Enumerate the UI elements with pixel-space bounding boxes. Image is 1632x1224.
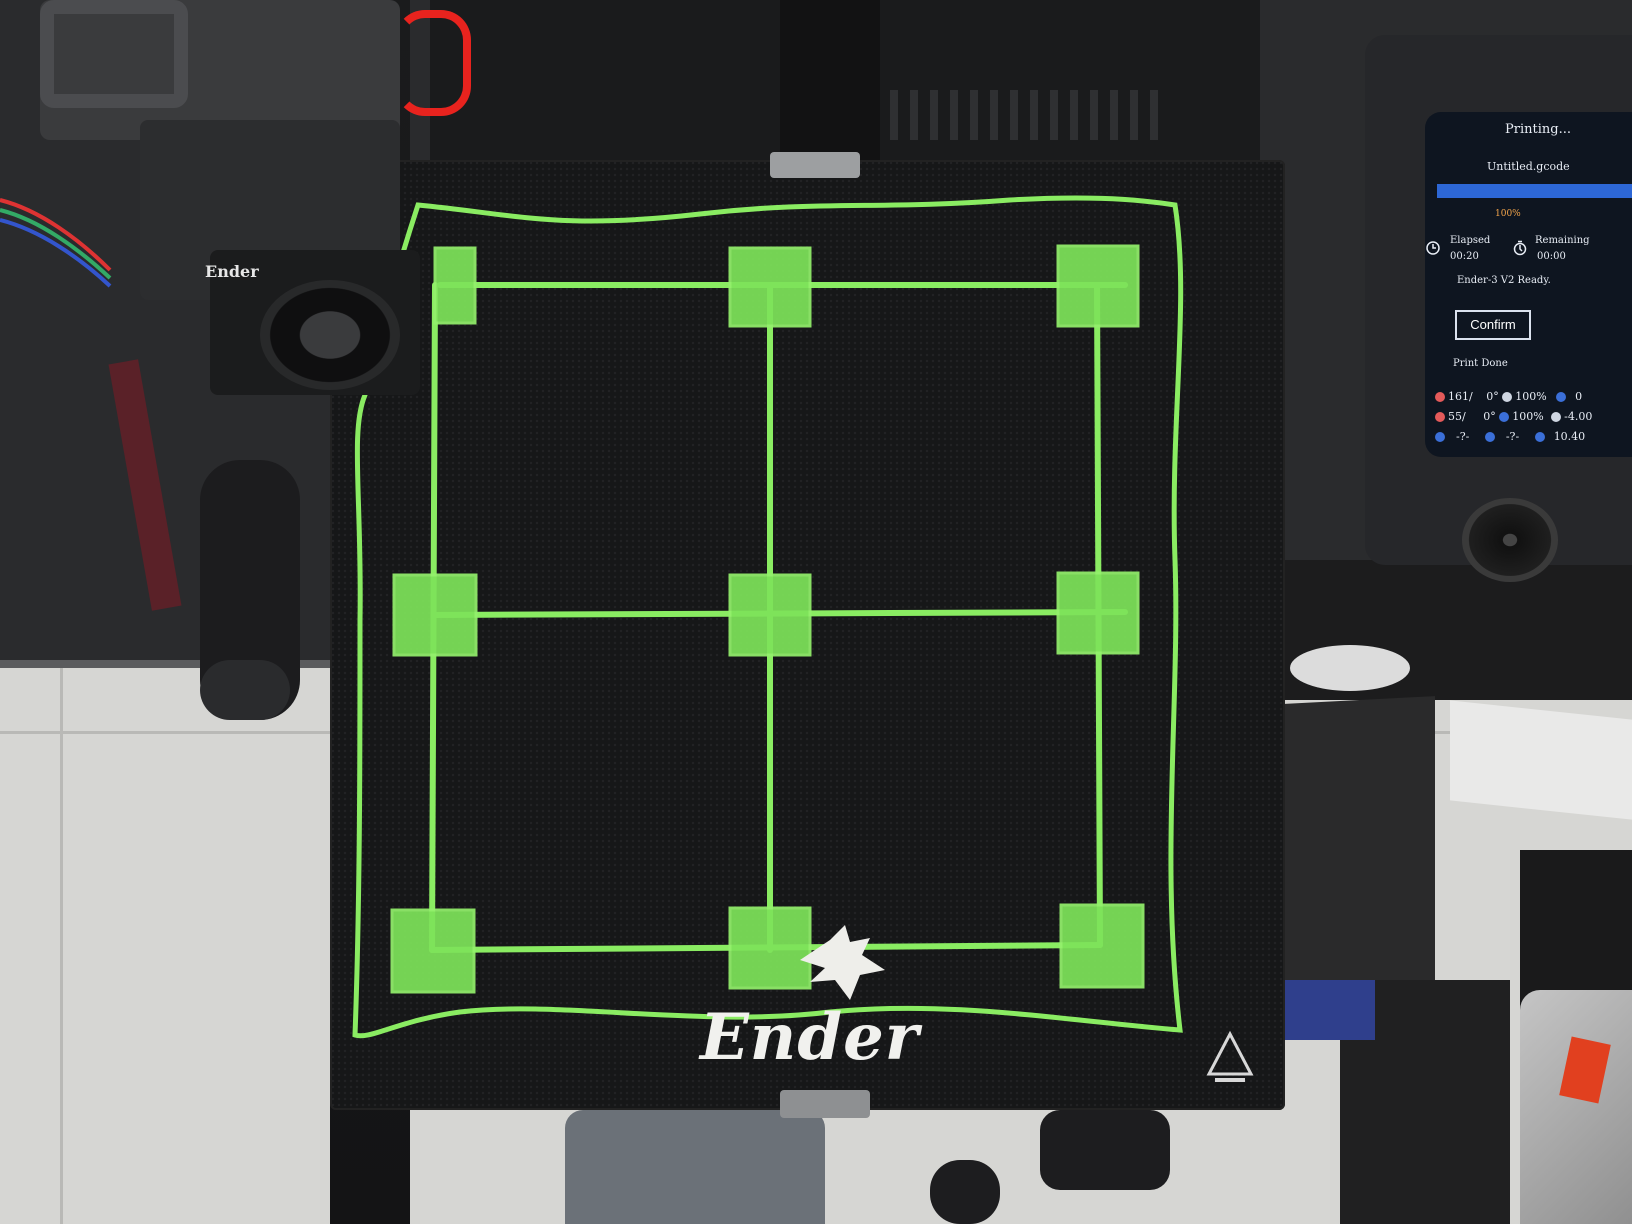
lcd-remaining-label: Remaining xyxy=(1535,235,1590,246)
z-axis-icon xyxy=(1534,432,1545,442)
bed-target: 0° xyxy=(1483,410,1496,423)
person-leg xyxy=(565,1110,825,1224)
plastic-bag xyxy=(1520,990,1632,1224)
lcd-print-done: Print Done xyxy=(1453,358,1508,369)
z-offset-icon xyxy=(1551,412,1562,422)
bed-brand-text: Ender xyxy=(700,1000,920,1075)
pad-mid-left xyxy=(392,573,478,657)
warning-triangle-icon xyxy=(1206,1030,1254,1082)
pad-top-right xyxy=(1056,244,1140,328)
lcd-progress-fill xyxy=(1437,184,1632,198)
bed-clip-top xyxy=(770,152,860,178)
red-filament-tube xyxy=(395,10,471,116)
print-pads xyxy=(390,244,1145,994)
clock-icon xyxy=(1426,241,1440,255)
speed: 100% xyxy=(1515,390,1547,403)
desk-edge xyxy=(0,660,350,668)
pad-mid-right xyxy=(1056,571,1140,655)
x-position: -?- xyxy=(1456,430,1470,443)
confirm-button[interactable]: Confirm xyxy=(1455,310,1531,340)
lcd-remaining-value: 00:00 xyxy=(1537,251,1566,262)
shoe-2 xyxy=(930,1160,1000,1224)
pad-bottom-right xyxy=(1059,903,1145,989)
fan-speed: 0 xyxy=(1575,390,1583,403)
speed-icon xyxy=(1502,392,1513,402)
lcd-screen[interactable]: Printing... Untitled.gcode 100% Elapsed … xyxy=(1425,112,1632,457)
bowl xyxy=(1290,645,1410,691)
bed-icon xyxy=(1435,412,1445,422)
flow: 100% xyxy=(1512,410,1544,423)
lcd-progress-label: 100% xyxy=(1495,209,1521,219)
nozzle-icon xyxy=(1435,392,1445,402)
lcd-row-nozzle: 161/ 0° 100% 0 xyxy=(1425,390,1582,403)
blue-cloth xyxy=(1285,980,1375,1040)
fan-speed-icon xyxy=(1556,392,1567,402)
pad-mid-center xyxy=(728,573,812,657)
pad-bottom-center xyxy=(728,906,812,990)
z-rail xyxy=(780,0,880,160)
control-knob[interactable] xyxy=(1462,498,1558,582)
y-axis-icon xyxy=(1484,432,1495,442)
pad-top-center xyxy=(728,246,812,328)
lcd-progress-bar xyxy=(1437,184,1632,198)
nozzle-temp: 161/ xyxy=(1448,390,1473,403)
extruder xyxy=(40,0,400,140)
z-position: 10.40 xyxy=(1553,430,1586,443)
fan-icon xyxy=(260,280,400,390)
toolhead-brand-text: Ender xyxy=(205,262,259,281)
lcd-title: Printing... xyxy=(1505,122,1571,137)
lcd-elapsed-value: 00:20 xyxy=(1450,251,1479,262)
colored-wires xyxy=(0,198,112,288)
lcd-filename: Untitled.gcode xyxy=(1487,160,1570,173)
lcd-status: Ender-3 V2 Ready. xyxy=(1457,275,1551,286)
lcd-row-bed: 55/ 0° 100% -4.00 xyxy=(1425,410,1592,423)
y-position: -?- xyxy=(1505,430,1520,443)
pad-top-left xyxy=(433,246,477,325)
tool-handle-cap xyxy=(200,660,290,720)
print-skirt xyxy=(352,195,1184,1039)
nozzle-target: 0° xyxy=(1486,390,1499,403)
remaining-icon xyxy=(1513,240,1527,256)
lcd-elapsed-label: Elapsed xyxy=(1450,235,1491,246)
z-offset: -4.00 xyxy=(1564,410,1593,423)
flow-icon xyxy=(1499,412,1510,422)
bed-temp: 55/ xyxy=(1448,410,1466,423)
dragon-logo-icon xyxy=(800,925,885,1000)
lcd-row-position: -?- -?- 10.40 xyxy=(1425,430,1585,443)
bed-clip-bottom xyxy=(780,1090,870,1118)
x-axis-icon xyxy=(1435,432,1445,442)
pad-bottom-left xyxy=(390,908,476,994)
shoe xyxy=(1040,1110,1170,1190)
extruder-arm xyxy=(40,0,188,108)
